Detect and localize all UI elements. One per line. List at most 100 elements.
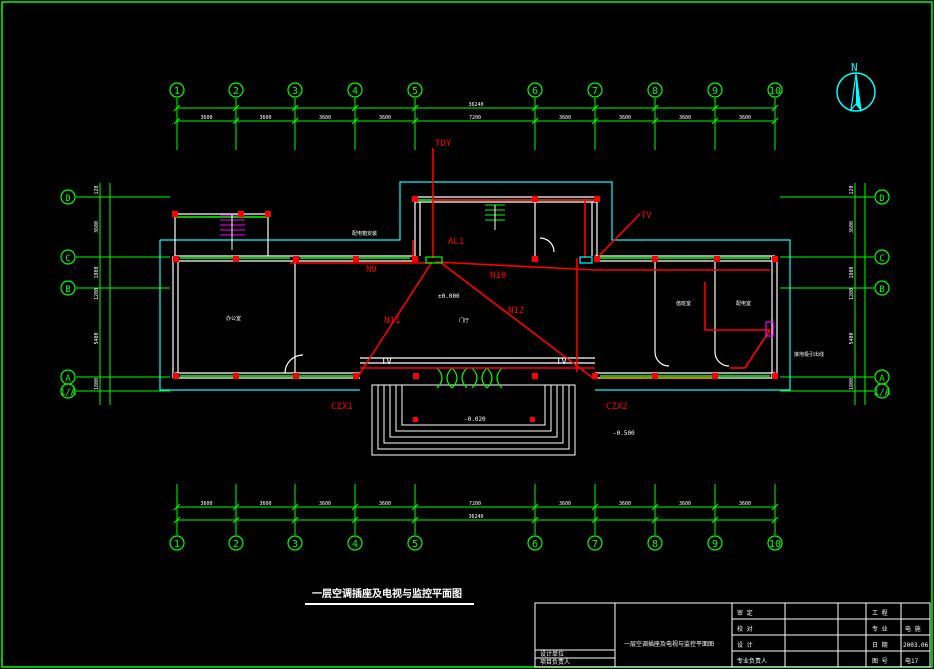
label-room-left: 办公室 <box>226 315 241 322</box>
grid-top-bubble-label: 4 <box>352 86 358 97</box>
grid-top-bubble-label: 7 <box>592 86 598 97</box>
grid-top-bubble <box>407 82 423 98</box>
column-marker <box>532 196 538 202</box>
grid-bottom-bubble-label: 5 <box>412 539 418 550</box>
grid-bottom-bubble <box>228 535 244 551</box>
grid-left-dim-label: 1800 <box>94 378 100 390</box>
grid-bottom-bubble <box>527 535 543 551</box>
grid-left-bubble-label: C <box>65 254 70 264</box>
grid-top-dim-label: 3600 <box>200 115 212 121</box>
label-al1: AL1 <box>448 237 464 247</box>
panel-al1-box <box>425 256 443 264</box>
tb-discipline-value: 电 施 <box>905 625 921 633</box>
grid-bottom-dim-label: 3600 <box>619 501 631 507</box>
north-compass-icon: N <box>836 61 876 112</box>
column-marker <box>173 373 179 379</box>
label-tv-top: TV <box>641 211 652 221</box>
column-marker <box>532 373 538 379</box>
column-marker <box>412 256 418 262</box>
grid-left-bubble <box>60 280 76 296</box>
grid-top-dim-label: 3600 <box>739 115 751 121</box>
grid-left-dim-label: 120 <box>94 185 100 194</box>
grid-bottom-bubble <box>587 535 603 551</box>
grid-bottom-bubble <box>707 535 723 551</box>
column-marker <box>293 256 299 262</box>
tb-drawing-name: 一层空调插座及电视与监控平面图 <box>624 640 714 648</box>
grid-left-dim-label: 5400 <box>94 332 100 344</box>
grid-right-bubble <box>874 249 890 265</box>
column-marker <box>172 211 178 217</box>
grid-left-bubble <box>60 383 76 399</box>
tb-number-label: 图 号 <box>872 658 888 665</box>
grid-bottom-bubble-label: 3 <box>292 539 298 550</box>
label-n10: N10 <box>490 271 506 281</box>
column-marker <box>592 373 598 379</box>
grid-top-bubble <box>228 82 244 98</box>
grid-bottom-dim-label: 3600 <box>559 501 571 507</box>
grid-right-bubble-label: C <box>879 254 884 264</box>
grid-bottom-bubble <box>287 535 303 551</box>
label-room-right-2: 配电室 <box>736 300 751 307</box>
column-marker <box>772 373 778 379</box>
grid-bottom-bubble-label: 1 <box>174 539 180 550</box>
stair-upper <box>485 204 505 230</box>
grid-bottom-bubble-label: 6 <box>532 539 538 550</box>
tv-box <box>579 256 593 264</box>
tb-approve: 审 定 <box>737 609 753 617</box>
label-tv-right: TV <box>556 357 567 367</box>
column-marker <box>233 373 239 379</box>
grid-top-dim-label: 3600 <box>559 115 571 121</box>
grid-top-bubble <box>587 82 603 98</box>
grid-right-dim-label: 1800 <box>849 266 855 278</box>
column-marker <box>173 256 179 262</box>
grid-bottom-dim-label: 7200 <box>469 501 481 507</box>
window-strips <box>175 199 770 377</box>
label-level-floor: ±0.000 <box>438 293 460 300</box>
grid-top-bubble <box>527 82 543 98</box>
label-n11: N11 <box>384 316 400 326</box>
grid-bottom-bubble <box>169 535 185 551</box>
entry-doors <box>436 367 503 389</box>
tb-lead: 项目负责人 <box>540 658 570 666</box>
label-n12: N12 <box>508 306 524 316</box>
grid-left-bubble-label: B <box>65 285 70 295</box>
grid-top-bubble-label: 6 <box>532 86 538 97</box>
grid-top-dim-label: 3600 <box>259 115 271 121</box>
column-marker <box>413 373 419 379</box>
tb-unit: 设计单位 <box>540 650 564 658</box>
grid-top-dim-label: 7200 <box>469 115 481 121</box>
grid-bottom-bubble-label: 8 <box>652 539 658 550</box>
grid-right-dim-label: 5400 <box>849 332 855 344</box>
grid-top-bubble-label: 1 <box>174 86 180 97</box>
label-czx2: CZX2 <box>606 402 628 412</box>
grid-bottom-dim-label: 3600 <box>259 501 271 507</box>
grid-top-bubble-label: 3 <box>292 86 298 97</box>
label-note-panel: 配电箱安装 <box>352 230 377 237</box>
junction-box <box>765 321 774 337</box>
grid-top-bubble-label: 2 <box>233 86 239 97</box>
grid-bottom-dim-label: 3600 <box>200 501 212 507</box>
tb-discipline-lead: 专业负责人 <box>737 657 767 665</box>
grid-top-dim-label: 3600 <box>319 115 331 121</box>
grid-right-bubble-label: B <box>879 285 884 295</box>
stair <box>220 214 245 250</box>
label-level-entry: -0.020 <box>464 416 486 423</box>
tb-discipline: 专 业 <box>872 625 888 633</box>
grid-top-dim-label: 3600 <box>379 115 391 121</box>
column-marker <box>594 196 600 202</box>
grid-bottom-dim-label: 3600 <box>679 501 691 507</box>
column-marker <box>652 373 658 379</box>
grid-top-dim-label: 3600 <box>679 115 691 121</box>
grid-left-dim-label: 1200 <box>94 288 100 300</box>
grid-bottom-dim-label: 3600 <box>379 501 391 507</box>
entrance-steps <box>371 384 576 456</box>
tb-date-label: 日 期 <box>872 641 888 649</box>
label-tdy: TDY <box>435 139 452 149</box>
column-marker <box>353 256 359 262</box>
grid-top-bubble-label: 10 <box>769 86 781 97</box>
